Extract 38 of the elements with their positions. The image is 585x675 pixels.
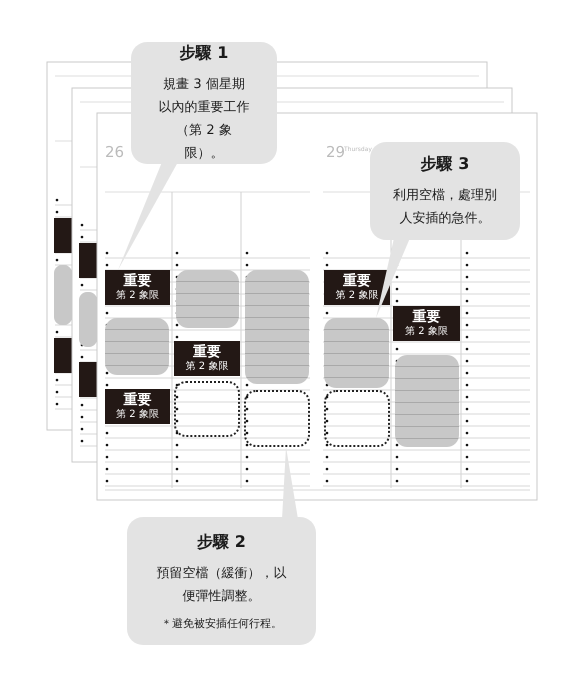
step-heading: 步驟 1 xyxy=(178,42,230,64)
tag-title: 重要 xyxy=(124,273,152,289)
buffer-slot xyxy=(244,390,310,447)
tag-subtitle: 第 2 象限 xyxy=(405,325,448,338)
tag-subtitle: 第 2 象限 xyxy=(116,289,159,302)
footnote: ＊避免被安插任何行程。 xyxy=(160,616,283,632)
tag-title: 重要 xyxy=(412,309,440,325)
step-text: 規畫 3 個星期以內的重要工作（第 2 象限）。 xyxy=(158,76,250,163)
tag-title: 重要 xyxy=(343,273,371,289)
callout-pointer xyxy=(282,447,298,519)
step-heading: 步驟 2 xyxy=(196,530,247,553)
speech-bubble xyxy=(131,42,277,164)
buffer-slot xyxy=(174,381,240,437)
buffer-slot xyxy=(324,390,390,447)
tag-subtitle: 第 2 象限 xyxy=(116,408,159,421)
tag-subtitle: 第 2 象限 xyxy=(186,360,228,373)
priority-tag xyxy=(105,389,170,424)
time-block xyxy=(176,270,239,328)
callout-pointer xyxy=(118,162,178,270)
callout-pointer xyxy=(376,238,410,318)
time-block xyxy=(245,270,309,384)
step-text: 利用空檔，處理別人安插的急件。 xyxy=(392,187,498,228)
speech-bubble xyxy=(370,142,520,240)
tag-title: 重要 xyxy=(193,344,221,360)
priority-tag xyxy=(105,270,170,305)
day-number: 26 xyxy=(105,142,124,163)
time-block xyxy=(324,318,389,388)
tag-title: 重要 xyxy=(124,392,152,408)
time-block xyxy=(105,318,169,375)
speech-bubble xyxy=(127,517,316,645)
day-number: 29 xyxy=(326,142,346,163)
time-block xyxy=(395,355,459,447)
priority-tag xyxy=(393,306,460,341)
priority-tag xyxy=(174,341,240,376)
step-heading: 步驟 3 xyxy=(420,153,470,175)
tag-subtitle: 第 2 象限 xyxy=(336,289,378,302)
step-text: 預留空檔（緩衝），以便彈性調整。 xyxy=(156,564,288,606)
priority-tag xyxy=(324,270,390,305)
